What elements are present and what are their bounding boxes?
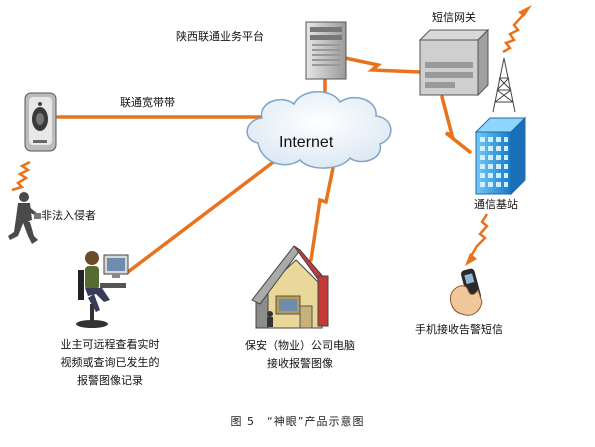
platform-label: 陕西联通业务平台 (176, 30, 264, 43)
platform-server-icon (305, 21, 347, 80)
owner-label-line-2: 视频或查询已发生的 (60, 356, 160, 369)
camera-device-icon (24, 92, 57, 152)
owner-label-line-3: 报警图像记录 (77, 374, 143, 387)
intruder-icon (8, 192, 41, 244)
security-house-icon (251, 245, 329, 329)
radio-tower-icon (492, 57, 516, 113)
security-label-line-2: 接收报警图像 (267, 357, 333, 370)
link-internet-security (309, 166, 335, 262)
signal-phone-arrow (465, 253, 477, 266)
owner-at-computer-icon (76, 251, 129, 328)
signal-tower (502, 13, 525, 54)
owner-label: 业主可远程查看实时 视频或查询已发生的 报警图像记录 (10, 336, 210, 390)
link-gateway-basestation (440, 95, 472, 154)
security-label-line-1: 保安（物业）公司电脑 (245, 339, 355, 352)
internet-cloud (246, 91, 392, 169)
intruder-label: 非法入侵者 (41, 209, 96, 222)
signal-tower-arrow (518, 5, 532, 17)
hand-phone-icon (449, 268, 483, 316)
base-station-building-icon (474, 116, 527, 196)
base-station-label: 通信基站 (474, 198, 518, 211)
internet-label: Internet (279, 134, 334, 151)
owner-label-line-1: 业主可远程查看实时 (60, 338, 160, 351)
link-internet-owner (126, 158, 278, 274)
broadband-label: 联通宽带带 (120, 96, 175, 109)
phone-label: 手机接收告警短信 (415, 323, 503, 336)
signal-phone (468, 213, 489, 259)
link-platform-gateway (343, 56, 422, 74)
sms-gateway-server-icon (418, 28, 490, 97)
sms-gateway-label: 短信网关 (432, 11, 476, 24)
signal-camera (11, 160, 31, 192)
figure-caption: 图 5 “神眼”产品示意图 (230, 415, 365, 428)
connection-lines (56, 56, 472, 274)
wireless-signals (11, 5, 532, 266)
security-label: 保安（物业）公司电脑 接收报警图像 (200, 337, 400, 373)
